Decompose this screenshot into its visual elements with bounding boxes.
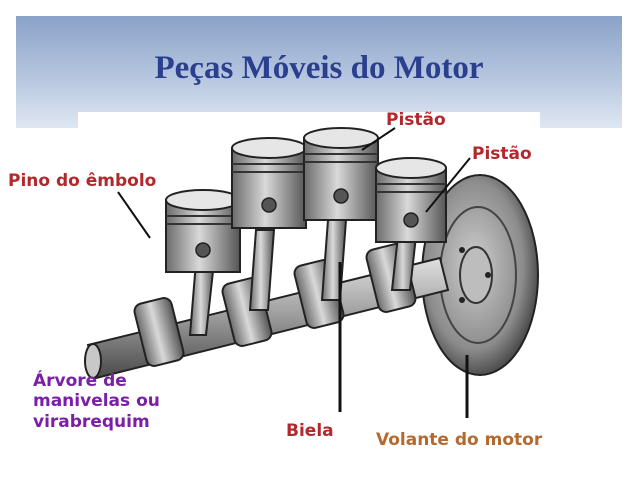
pointer-pistao-right [425, 157, 471, 213]
label-volante-do-motor: Volante do motor [376, 430, 543, 450]
slide-title: Peças Móveis do Motor [154, 50, 484, 86]
piston-2 [231, 137, 307, 229]
piston-1 [165, 189, 241, 273]
label-pino-do-embolo: Pino do êmbolo [8, 171, 157, 191]
pointer-pino [117, 191, 151, 239]
pointer-lines [117, 127, 471, 418]
piston-4 [375, 157, 447, 243]
label-arvore-de-manivelas: Árvore de manivelas ou virabrequim [33, 371, 160, 432]
label-arvore-line-3: virabrequim [33, 411, 150, 432]
pointer-pistao-top [361, 127, 396, 151]
label-pistao-top: Pistão [386, 110, 446, 130]
label-biela: Biela [286, 421, 334, 441]
label-arvore-line-1: Árvore de [33, 371, 127, 391]
label-pistao-right: Pistão [472, 144, 532, 164]
piston-3 [303, 127, 379, 221]
label-arvore-line-2: manivelas ou [33, 391, 160, 412]
title-banner [16, 16, 622, 128]
flywheel [421, 174, 539, 376]
